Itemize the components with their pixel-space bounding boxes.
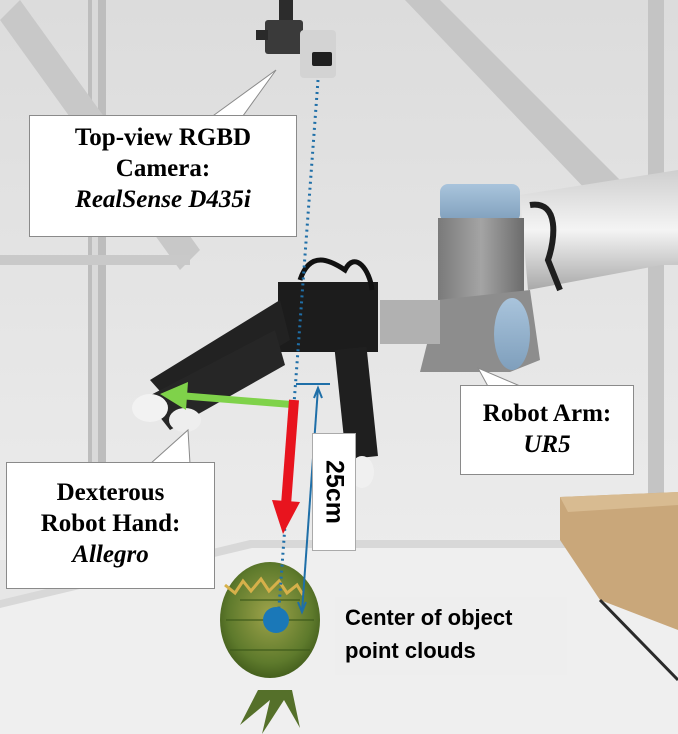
approach-direction-arrow [272,399,300,534]
camera-callout: Top-view RGBD Camera: RealSense D435i [29,115,297,237]
arm-callout-line1: Robot Arm: [482,400,612,427]
arm-callout-line2: UR5 [523,431,571,458]
distance-label: 25cm [320,460,349,524]
hand-callout-line3: Allegro [72,541,149,568]
camera-icon [256,0,336,78]
center-callout-line2: point clouds [345,638,476,663]
camera-callout-line1: Top-view RGBD [74,124,252,151]
hand-callout-line1: Dexterous [56,479,165,506]
hand-callout: Dexterous Robot Hand: Allegro [6,462,215,589]
arm-callout: Robot Arm: UR5 [460,385,634,475]
object-center-marker [263,607,289,633]
distance-label-box: 25cm [312,433,356,551]
distance-dimension [296,383,330,615]
robot-arm-icon [380,170,678,372]
camera-callout-line2: Camera: [115,155,211,182]
center-callout-line1: Center of object [345,605,513,630]
hand-callout-line2: Robot Hand: [40,510,181,537]
camera-callout-line3: RealSense D435i [75,186,251,213]
center-callout: Center of object point clouds [335,597,567,675]
cardboard-box [560,492,678,682]
palm-direction-arrow [160,382,299,410]
